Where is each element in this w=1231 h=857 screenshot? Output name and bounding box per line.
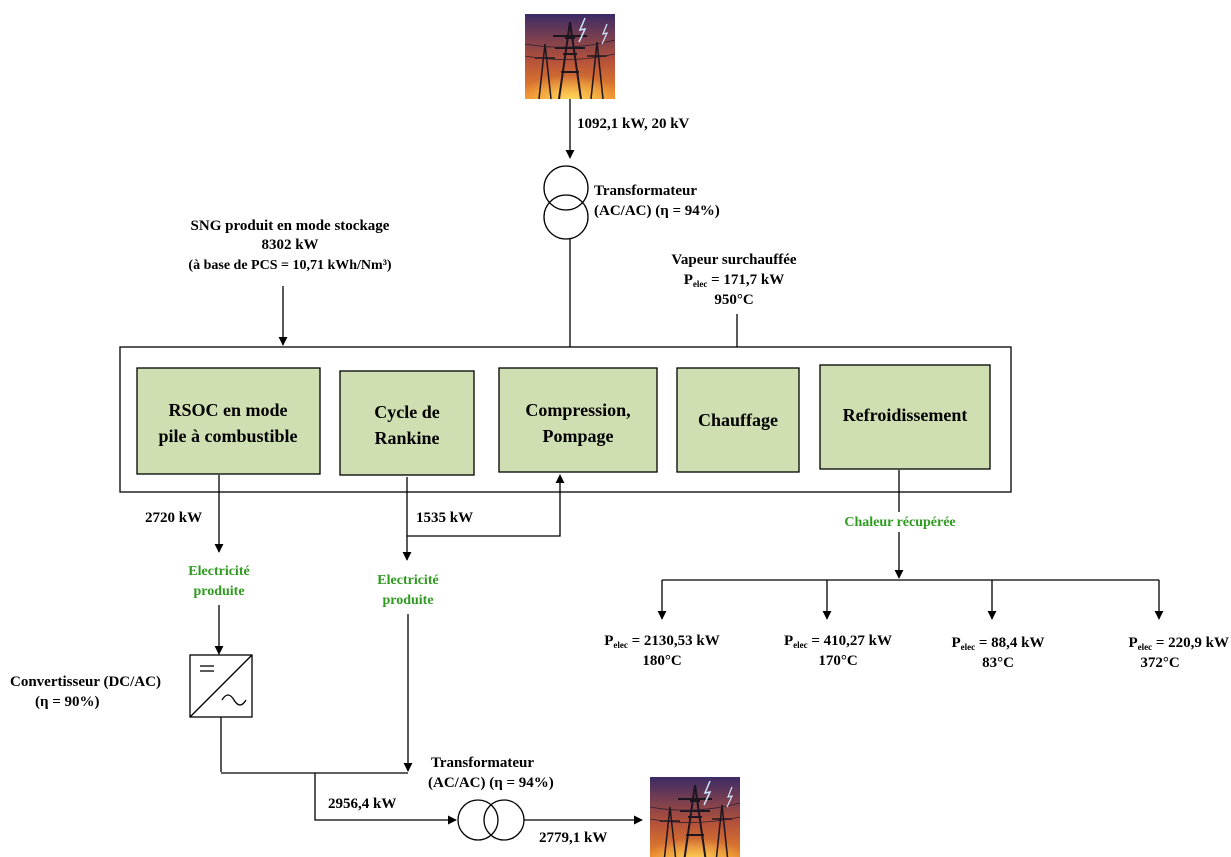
heat-output-1: Pelec = 2130,53 kW 180°C xyxy=(604,633,720,669)
box-rankine-line1: Cycle de xyxy=(374,402,439,422)
converter xyxy=(189,654,253,718)
heat-recovered-label: Chaleur récupérée xyxy=(844,515,955,530)
box-cooling: Refroidissement xyxy=(819,364,991,470)
heat-output-4-power: Pelec = 220,9 kW xyxy=(1128,635,1229,652)
heat-output-3: Pelec = 88,4 kW 83°C xyxy=(951,635,1044,671)
heat-output-3-temp: 83°C xyxy=(982,655,1014,671)
box-rankine: Cycle de Rankine xyxy=(339,370,475,476)
box-rankine-rect xyxy=(339,370,475,476)
steam-temperature: 950°C xyxy=(714,292,753,308)
transformer-bottom-title: Transformateur xyxy=(431,755,534,771)
sng-title: SNG produit en mode stockage xyxy=(191,218,390,234)
grid-top-image xyxy=(524,13,616,100)
heat-output-4: Pelec = 220,9 kW 372°C xyxy=(1128,635,1229,671)
transformer-icon xyxy=(543,165,589,240)
box-rankine-line2: Rankine xyxy=(374,428,439,448)
steam-power: Pelec = 171,7 kW xyxy=(684,272,785,289)
box-compression-rect xyxy=(498,367,658,473)
converter-efficiency: (η = 90%) xyxy=(35,694,100,710)
power-pylon-sunset-icon xyxy=(524,13,616,100)
electricity-produced-2-line2: produite xyxy=(382,593,433,608)
electricity-produced-1-line1: Electricité xyxy=(188,564,249,579)
box-heating: Chauffage xyxy=(676,367,800,473)
heat-output-2-power: Pelec = 410,27 kW xyxy=(784,633,892,650)
transformer-bottom-efficiency: (AC/AC) (η = 94%) xyxy=(428,775,554,791)
electricity-produced-1-line2: produite xyxy=(193,584,244,599)
heat-output-2: Pelec = 410,27 kW 170°C xyxy=(784,633,892,669)
heat-output-1-power: Pelec = 2130,53 kW xyxy=(604,633,720,650)
merge-to-transformer-arrow xyxy=(314,773,457,825)
heat-output-4-temp: 372°C xyxy=(1140,655,1179,671)
box-compression-line2: Pompage xyxy=(543,426,614,446)
converter-title: Convertisseur (DC/AC) xyxy=(10,674,161,690)
sng-basis: (à base de PCS = 10,71 kWh/Nm³) xyxy=(188,258,391,273)
transformer-bottom xyxy=(457,799,525,841)
box-rsoc-rect xyxy=(136,367,321,475)
grid-top-label: 1092,1 kW, 20 kV xyxy=(577,116,690,132)
box-compression-line1: Compression, xyxy=(525,400,630,420)
transformer-top xyxy=(543,165,589,240)
rsoc-output-label: 2720 kW xyxy=(145,510,202,526)
heat-output-2-temp: 170°C xyxy=(818,653,857,669)
steam-title: Vapeur surchauffée xyxy=(671,252,796,268)
box-cooling-line1: Refroidissement xyxy=(843,405,968,425)
box-rsoc: RSOC en mode pile à combustible xyxy=(136,367,321,475)
box-rsoc-line1: RSOC en mode xyxy=(168,400,287,420)
dc-ac-converter-icon xyxy=(189,654,253,718)
box-compression: Compression, Pompage xyxy=(498,367,658,473)
grid-bottom-image xyxy=(649,776,741,857)
box-heating-line1: Chauffage xyxy=(698,410,778,430)
heat-output-3-power: Pelec = 88,4 kW xyxy=(951,635,1044,652)
box-heating-rect xyxy=(676,367,800,473)
heat-label-bg xyxy=(820,512,980,532)
electricity-produced-2-line1: Electricité xyxy=(377,573,438,588)
transformer-top-title: Transformateur xyxy=(594,183,697,199)
transformer-icon xyxy=(457,799,525,841)
box-cooling-rect xyxy=(819,364,991,470)
sng-power: 8302 kW xyxy=(261,237,318,253)
merge-label: 2956,4 kW xyxy=(328,796,396,812)
power-pylon-sunset-icon xyxy=(649,776,741,857)
box-rsoc-line2: pile à combustible xyxy=(158,426,297,446)
rankine-output-label: 1535 kW xyxy=(416,510,473,526)
transformer-top-efficiency: (AC/AC) (η = 94%) xyxy=(594,203,720,219)
output-label: 2779,1 kW xyxy=(539,830,607,846)
heat-output-1-temp: 180°C xyxy=(642,653,681,669)
rankine-to-compression-arrow xyxy=(407,474,565,537)
